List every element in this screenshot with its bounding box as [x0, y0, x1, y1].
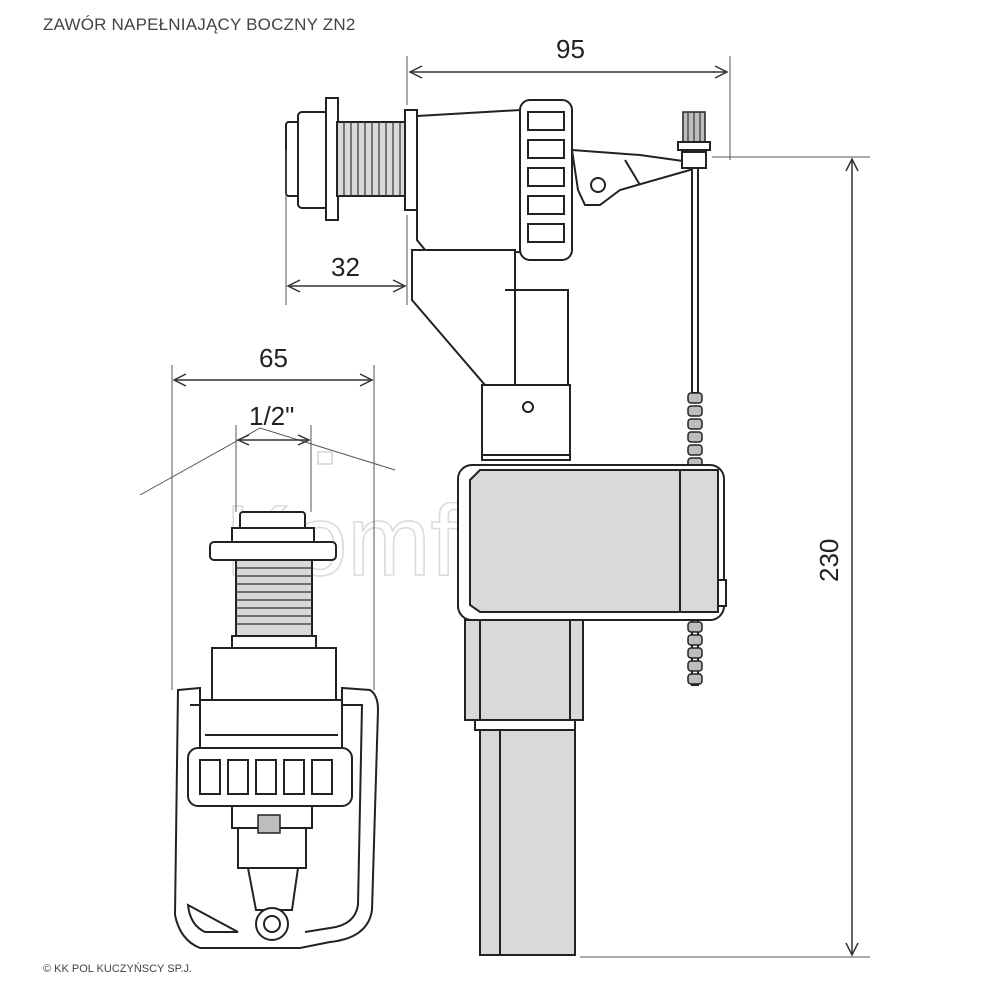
- front-thread: [235, 559, 313, 639]
- wall-washer: [404, 109, 418, 211]
- front-flange: [209, 541, 337, 561]
- front-float-hinge: [255, 907, 289, 941]
- tube-joint: [481, 384, 571, 461]
- inlet-nut: [297, 111, 329, 209]
- front-valve-body: [211, 647, 337, 701]
- front-view-valve: [173, 511, 380, 949]
- front-union-nut: [187, 747, 353, 807]
- front-body-lower: [199, 699, 343, 749]
- dim-label-half-inch: 1/2": [249, 401, 294, 431]
- dimension-half-inch: 1/2": [235, 401, 312, 512]
- float-rod: [691, 167, 699, 394]
- side-view-valve: [285, 97, 727, 956]
- dim-label-32: 32: [331, 252, 360, 282]
- rod-clip-lower: [687, 621, 703, 685]
- dimension-230: 230: [580, 156, 870, 958]
- dim-label-65: 65: [259, 343, 288, 373]
- valve-neck: [411, 249, 569, 386]
- lower-tube-upper: [464, 619, 584, 721]
- rod-clip-upper: [687, 392, 703, 469]
- lever-arm: [570, 148, 691, 206]
- valve-body: [416, 108, 521, 258]
- lower-tube: [479, 729, 576, 956]
- dim-label-95: 95: [556, 34, 585, 64]
- diagram-title: ZAWÓR NAPEŁNIAJĄCY BOCZNY ZN2: [43, 15, 356, 34]
- dim-label-230: 230: [814, 539, 844, 582]
- dimension-65: 65: [171, 343, 375, 690]
- dimension-32: 32: [285, 150, 408, 305]
- copyright-note: © KK POL KUCZYŃSCY SP.J.: [43, 963, 193, 975]
- dimension-95: 95: [406, 34, 731, 160]
